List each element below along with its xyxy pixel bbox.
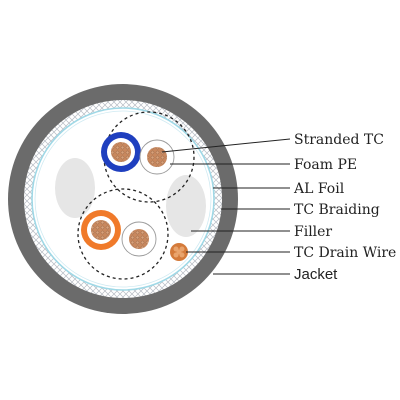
pair1-copper-conductor-a — [111, 142, 131, 162]
pair2-shield-dashed — [77, 188, 169, 280]
label-filler: Filler — [294, 224, 332, 240]
pair2-copper-conductor-a — [91, 220, 111, 240]
filler-right — [166, 175, 206, 237]
pair2-copper-conductor-b — [129, 229, 149, 249]
label-al-foil: AL Foil — [293, 181, 345, 197]
pair1-copper-conductor-b — [147, 147, 167, 167]
tc-drain-wire — [170, 243, 188, 261]
label-jacket: Jacket — [294, 266, 338, 283]
leader-lines — [161, 138, 291, 275]
filler-left — [55, 158, 95, 218]
label-tc-drain-wire: TC Drain Wire — [294, 245, 396, 261]
label-stranded-tc: Stranded TC — [294, 132, 384, 148]
leader-stranded-tc — [161, 138, 291, 153]
label-tc-braiding: TC Braiding — [294, 202, 380, 218]
al-foil-inner-line — [34, 110, 212, 288]
pair1-shield-dashed — [103, 111, 195, 203]
label-foam-pe: Foam PE — [294, 157, 357, 173]
